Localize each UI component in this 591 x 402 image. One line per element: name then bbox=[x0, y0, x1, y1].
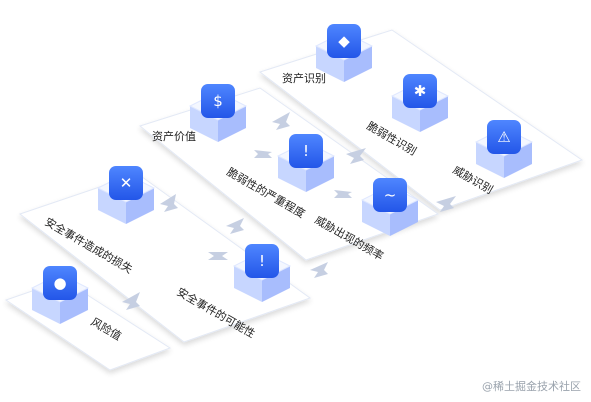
cube-side-right bbox=[126, 188, 154, 224]
cube-side-left bbox=[476, 142, 504, 178]
cube-side-left bbox=[234, 266, 262, 302]
cube-probability-of-security-event: ! bbox=[232, 244, 292, 302]
cube-side-left bbox=[98, 188, 126, 224]
target-icon-tile bbox=[43, 266, 77, 300]
arrow-asset-value-to-loss bbox=[160, 194, 178, 212]
cube-asset-value: $ bbox=[188, 84, 248, 142]
cube-side-left bbox=[362, 200, 390, 236]
arrow-vuln-severity-to-probability bbox=[226, 218, 244, 234]
cube-threat-frequency: ~ bbox=[360, 178, 420, 236]
shield-alert-icon-tile bbox=[487, 120, 521, 154]
cube-side-left bbox=[392, 96, 420, 132]
close-icon: ✕ bbox=[120, 174, 133, 192]
cube-side-right bbox=[218, 106, 246, 142]
arrow-asset-id-to-asset-value bbox=[272, 112, 290, 130]
cube-threat-identification: ⚠ bbox=[474, 120, 534, 178]
pulse-icon-tile bbox=[373, 178, 407, 212]
arrow-threat-frequency-to-probability bbox=[310, 262, 328, 278]
arrow-threat-id-to-threat-frequency bbox=[436, 196, 456, 212]
pulse-icon: ~ bbox=[384, 186, 397, 204]
cube-side-right bbox=[504, 142, 532, 178]
bug-icon: ✱ bbox=[414, 82, 427, 100]
flow-arrows bbox=[122, 112, 456, 310]
dollar-icon: $ bbox=[213, 92, 223, 110]
cube-side-left bbox=[316, 46, 344, 82]
arrow-probability-to-loss bbox=[208, 252, 228, 260]
bug-icon-tile bbox=[403, 74, 437, 108]
arrow-vuln-id-to-vuln-severity bbox=[346, 148, 366, 164]
cube-side-right bbox=[344, 46, 372, 82]
cube-side-left bbox=[32, 288, 60, 324]
dollar-icon-tile bbox=[201, 84, 235, 118]
shield-icon-tile bbox=[245, 244, 279, 278]
label-asset-identification: 资产识别 bbox=[282, 71, 326, 85]
shield-icon: ! bbox=[259, 252, 265, 270]
cube-vulnerability-identification: ✱ bbox=[390, 74, 450, 132]
cube-side-right bbox=[60, 288, 88, 324]
cube-side-right bbox=[420, 96, 448, 132]
shield-alert-icon: ⚠ bbox=[497, 128, 510, 146]
node-cubes: ◆ ✱ ⚠ $! ~ ✕! ● bbox=[30, 24, 534, 324]
arrow-threat-frequency-to-vuln-severity bbox=[334, 190, 352, 198]
cube-side-left bbox=[190, 106, 218, 142]
cube-side-right bbox=[306, 156, 334, 192]
cube-asset-identification: ◆ bbox=[314, 24, 374, 82]
cube-vulnerability-severity: ! bbox=[276, 134, 336, 192]
cube-loss-from-security-event: ✕ bbox=[96, 166, 156, 224]
info-icon: ! bbox=[303, 142, 309, 160]
target-icon: ● bbox=[53, 274, 66, 292]
cube-side-left bbox=[278, 156, 306, 192]
label-asset-value: 资产价值 bbox=[152, 129, 196, 143]
info-icon-tile bbox=[289, 134, 323, 168]
cube-side-right bbox=[390, 200, 418, 236]
close-icon-tile bbox=[109, 166, 143, 200]
cube-risk-value: ● bbox=[30, 266, 90, 324]
cube-side-right bbox=[262, 266, 290, 302]
asset-icon-tile bbox=[327, 24, 361, 58]
asset-icon: ◆ bbox=[338, 32, 350, 50]
arrow-loss-to-risk bbox=[122, 292, 140, 310]
watermark: @稀土掘金技术社区 bbox=[482, 380, 581, 393]
arrow-vuln-severity-to-asset-value bbox=[254, 150, 272, 158]
